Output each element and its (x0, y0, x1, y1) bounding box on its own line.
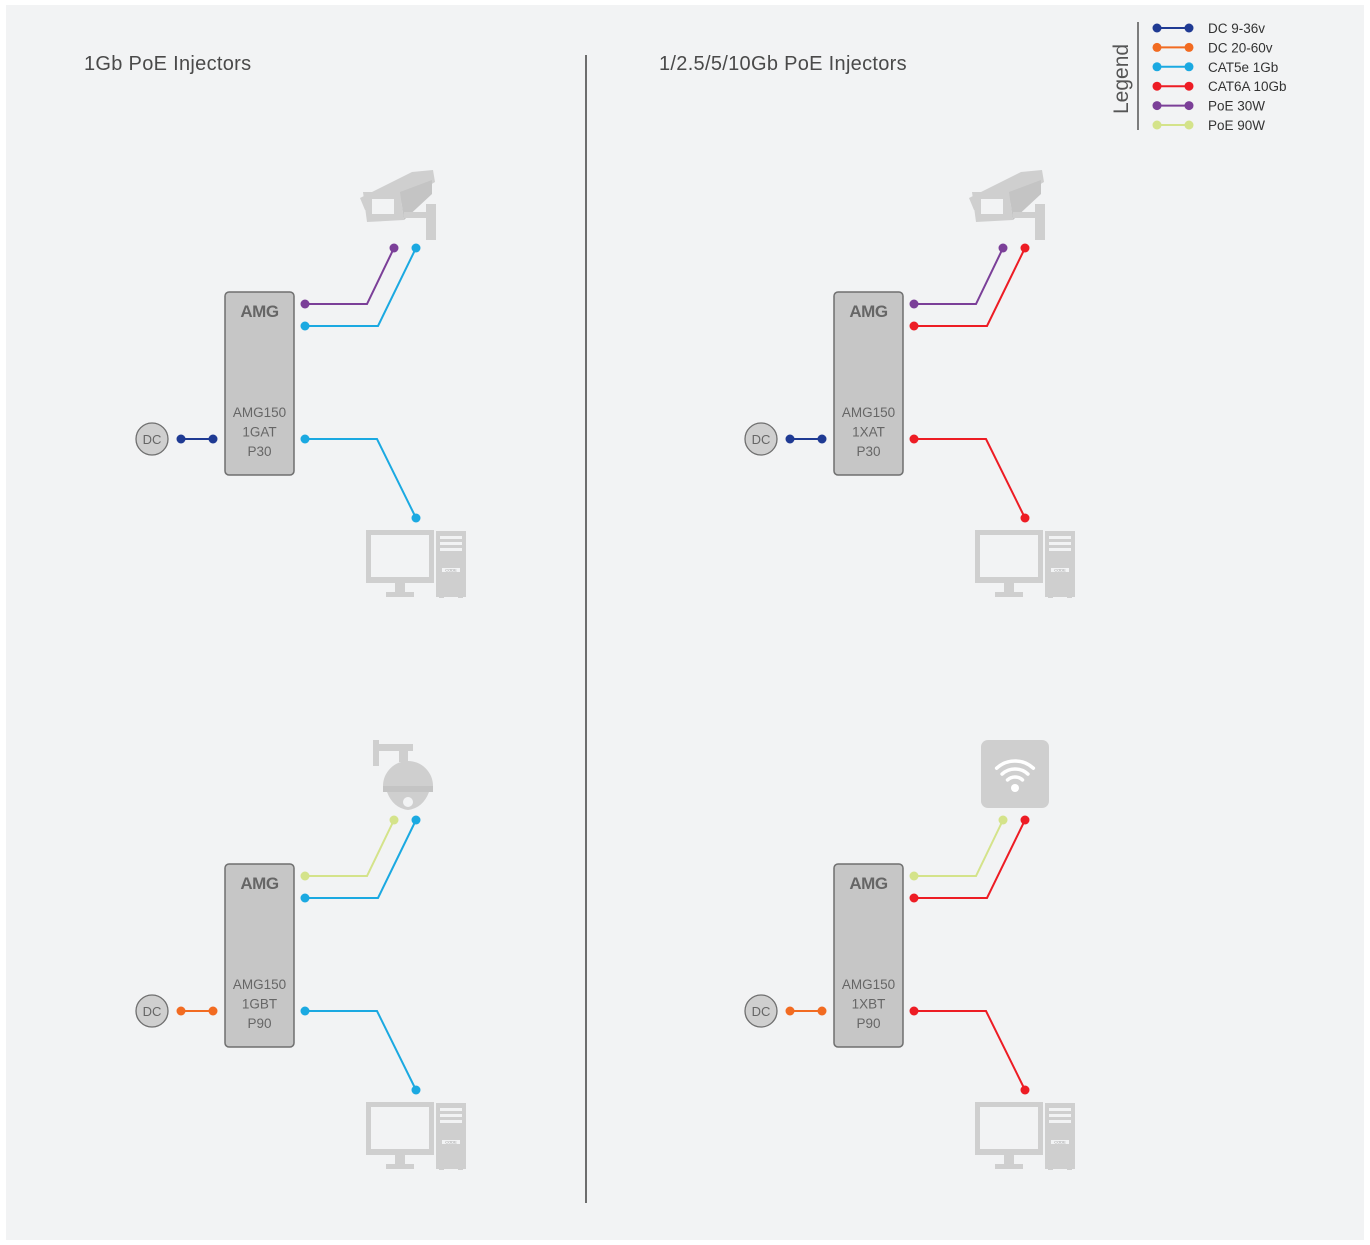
diagram-background (6, 5, 1364, 1240)
injector-model-line: 1GBT (242, 997, 277, 1012)
computer-icon: CODE (975, 1102, 1075, 1170)
injector-model-line: 1XBT (852, 997, 886, 1012)
bullet-camera-icon (969, 170, 1045, 240)
dc-cable (785, 434, 827, 444)
injector-setup: CODE AMG AMG150 1XBT P90 DC (744, 740, 1075, 1170)
legend-title: Legend (1110, 44, 1133, 114)
injector-model-line: P30 (247, 444, 271, 459)
legend-item: CAT6A 10Gb (1152, 79, 1287, 94)
injector-model-line: P30 (856, 444, 880, 459)
legend-swatch-dot (1152, 120, 1162, 130)
data-cable (300, 243, 421, 331)
data-cable (909, 434, 1030, 523)
legend-item-label: DC 20-60v (1208, 40, 1273, 55)
computer-icon: CODE (366, 530, 466, 598)
data-cable (300, 815, 421, 903)
dc-label: DC (752, 432, 771, 447)
legend-item: PoE 30W (1152, 99, 1265, 114)
legend-swatch-dot (1184, 42, 1194, 52)
injector-setup: CODE AMG AMG150 1XAT P30 DC (744, 170, 1075, 598)
legend-swatch-dot (1152, 101, 1162, 111)
injector-box: AMG AMG150 1GBT P90 (224, 863, 295, 1048)
legend-swatch-dot (1152, 81, 1162, 91)
dc-cable (176, 1006, 218, 1016)
dc-label: DC (143, 1004, 162, 1019)
legend-swatch-dot (1152, 23, 1162, 33)
computer-icon: CODE (975, 530, 1075, 598)
computer-icon: CODE (366, 1102, 466, 1170)
legend-swatch-dot (1184, 23, 1194, 33)
right-section-title: 1/2.5/5/10Gb PoE Injectors (659, 53, 907, 75)
legend-item: DC 9-36v (1152, 21, 1265, 36)
injector-setup: CODE AMG AMG150 1GAT P30 DC (135, 170, 466, 598)
data-cable (909, 1006, 1030, 1095)
data-cable (300, 1006, 421, 1095)
legend-swatch-dot (1184, 120, 1194, 130)
data-cable (909, 815, 1030, 903)
legend-item-label: CAT5e 1Gb (1208, 60, 1278, 75)
legend-swatch-dot (1152, 62, 1162, 72)
injector-model-line: P90 (856, 1016, 880, 1031)
power-cable (300, 243, 399, 309)
injector-model-line: AMG150 (233, 977, 286, 992)
computer-badge: CODE (1054, 1140, 1066, 1145)
dc-power-source: DC (744, 422, 778, 456)
injector-brand: AMG (240, 874, 278, 893)
dc-cable (176, 434, 218, 444)
wifi-access-point-icon (981, 740, 1049, 808)
computer-badge: CODE (1054, 568, 1066, 573)
legend-item-label: DC 9-36v (1208, 21, 1265, 36)
legend-item: PoE 90W (1152, 118, 1265, 133)
computer-badge: CODE (445, 568, 457, 573)
dc-power-source: DC (135, 994, 169, 1028)
dome-camera-icon (373, 740, 433, 810)
power-cable (909, 815, 1008, 881)
dc-power-source: DC (744, 994, 778, 1028)
dc-power-source: DC (135, 422, 169, 456)
injector-model-line: AMG150 (233, 405, 286, 420)
legend-item-label: PoE 90W (1208, 118, 1265, 133)
dc-label: DC (143, 432, 162, 447)
injector-model-line: P90 (247, 1016, 271, 1031)
injector-box: AMG AMG150 1GAT P30 (224, 291, 295, 476)
legend-swatch-dot (1184, 81, 1194, 91)
injector-box: AMG AMG150 1XBT P90 (833, 863, 904, 1048)
bullet-camera-icon (360, 170, 436, 240)
injector-model-line: 1XAT (852, 425, 885, 440)
legend-swatch-dot (1184, 62, 1194, 72)
power-cable (909, 243, 1008, 309)
injector-brand: AMG (240, 302, 278, 321)
left-section-title: 1Gb PoE Injectors (84, 53, 251, 75)
injector-brand: AMG (849, 874, 887, 893)
injector-model-line: 1GAT (242, 425, 276, 440)
legend-swatch-dot (1184, 101, 1194, 111)
data-cable (909, 243, 1030, 331)
dc-cable (785, 1006, 827, 1016)
legend-swatch-dot (1152, 42, 1162, 52)
dc-label: DC (752, 1004, 771, 1019)
data-cable (300, 434, 421, 523)
injector-model-line: AMG150 (842, 405, 895, 420)
injector-box: AMG AMG150 1XAT P30 (833, 291, 904, 476)
legend-item-label: CAT6A 10Gb (1208, 79, 1287, 94)
injector-setup: CODE AMG AMG150 1GBT P90 DC (135, 740, 466, 1170)
injector-brand: AMG (849, 302, 887, 321)
legend-item: DC 20-60v (1152, 40, 1273, 55)
computer-badge: CODE (445, 1140, 457, 1145)
power-cable (300, 815, 399, 881)
injector-model-line: AMG150 (842, 977, 895, 992)
legend-item-label: PoE 30W (1208, 99, 1265, 114)
legend-item: CAT5e 1Gb (1152, 60, 1278, 75)
